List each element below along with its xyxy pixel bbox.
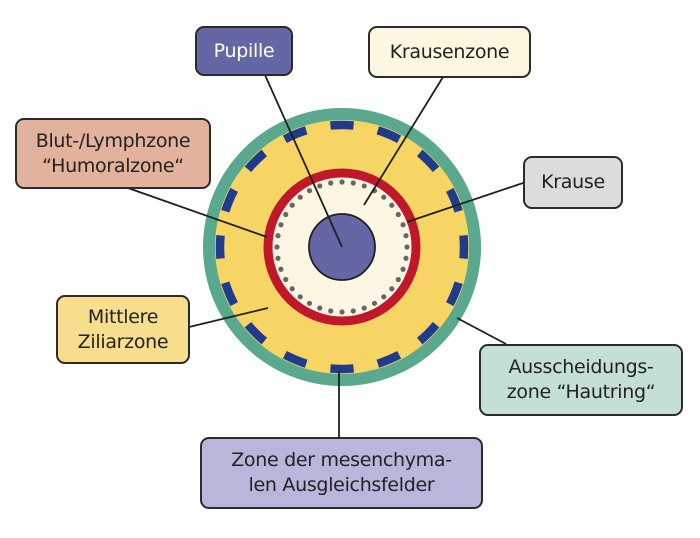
- krause-dot: [339, 179, 345, 185]
- label-ausscheidungszone: Ausscheidungs- zone “Hautring“: [479, 344, 683, 416]
- label-mittlere-ziliarzone: Mittlere Ziliarzone: [56, 295, 190, 364]
- mesenchymal-dash: [445, 187, 463, 213]
- krause-dot: [389, 286, 395, 292]
- krause-dot: [361, 305, 367, 311]
- label-krause: Krause: [523, 156, 623, 209]
- krause-dots: [274, 179, 410, 315]
- mesenchymal-dash: [330, 364, 354, 374]
- krause-dot: [389, 202, 395, 208]
- leader-krause: [406, 182, 524, 223]
- mesenchymal-dash: [221, 281, 239, 307]
- krause-dot: [403, 255, 409, 261]
- mesenchymal-dash: [244, 149, 268, 173]
- mesenchymal-dash: [282, 350, 308, 368]
- mesenchymal-dash: [330, 120, 354, 130]
- krause-dot: [274, 244, 280, 250]
- mesenchymal-dash: [416, 149, 440, 173]
- mesenchymal-dash: [244, 321, 268, 345]
- krause-dot: [381, 194, 387, 200]
- krause-dot: [297, 194, 303, 200]
- krause-dot: [395, 211, 401, 218]
- leader-lines: [127, 74, 524, 437]
- leader-ausscheidung: [456, 317, 507, 345]
- krause-dot: [350, 180, 356, 186]
- krause-dot: [404, 244, 410, 250]
- krause-dot: [275, 255, 281, 261]
- leader-blut: [127, 187, 268, 238]
- leader-krausenzone: [363, 76, 444, 206]
- krause-dot: [403, 233, 409, 239]
- leader-pupille: [264, 74, 343, 248]
- krause-dot: [317, 305, 323, 311]
- mesenchymal-dash: [459, 235, 469, 259]
- mesenchymal-dash: [445, 281, 463, 307]
- krause-dot: [283, 276, 289, 283]
- krause-dot: [381, 294, 387, 300]
- krause-dot: [395, 276, 401, 283]
- krause-dot: [371, 300, 378, 306]
- krause-dot: [317, 183, 323, 189]
- krause-ring: [263, 168, 421, 326]
- krause-dot: [328, 308, 334, 314]
- krause-dot: [289, 202, 295, 208]
- krause-dot: [289, 286, 295, 292]
- krause-dot: [278, 266, 284, 272]
- mesenchymal-dash: [221, 187, 239, 213]
- krause-dot: [400, 222, 406, 228]
- krause-dot: [328, 180, 334, 186]
- krause-dot: [350, 308, 356, 314]
- krause-dot: [283, 211, 289, 218]
- leader-mittlere: [188, 307, 269, 328]
- mesenchymal-dash: [416, 321, 440, 345]
- krause-dot: [400, 266, 406, 272]
- krause-dot: [275, 233, 281, 239]
- label-blut-lymphzone: Blut-/Lymphzone “Humoralzone“: [15, 118, 211, 189]
- krause-dot: [339, 309, 345, 315]
- iris-rings: [203, 108, 481, 386]
- label-mesenchymale-ausgleichsfelder: Zone der mesenchyma- len Ausgleichsfelde…: [200, 437, 483, 509]
- mesenchymal-dash: [376, 126, 402, 144]
- krause-dot: [306, 188, 313, 194]
- krause-dot: [306, 300, 313, 306]
- krause-dot: [297, 294, 303, 300]
- mesenchymal-dash: [376, 350, 402, 368]
- label-pupille: Pupille: [195, 26, 293, 76]
- krause-dot: [361, 183, 367, 189]
- label-krausenzone: Krausenzone: [368, 26, 531, 78]
- mesenchymal-dashes: [215, 120, 469, 374]
- mesenchymal-dash: [282, 126, 308, 144]
- mesenchymal-dash: [215, 235, 225, 259]
- krause-dot: [278, 222, 284, 228]
